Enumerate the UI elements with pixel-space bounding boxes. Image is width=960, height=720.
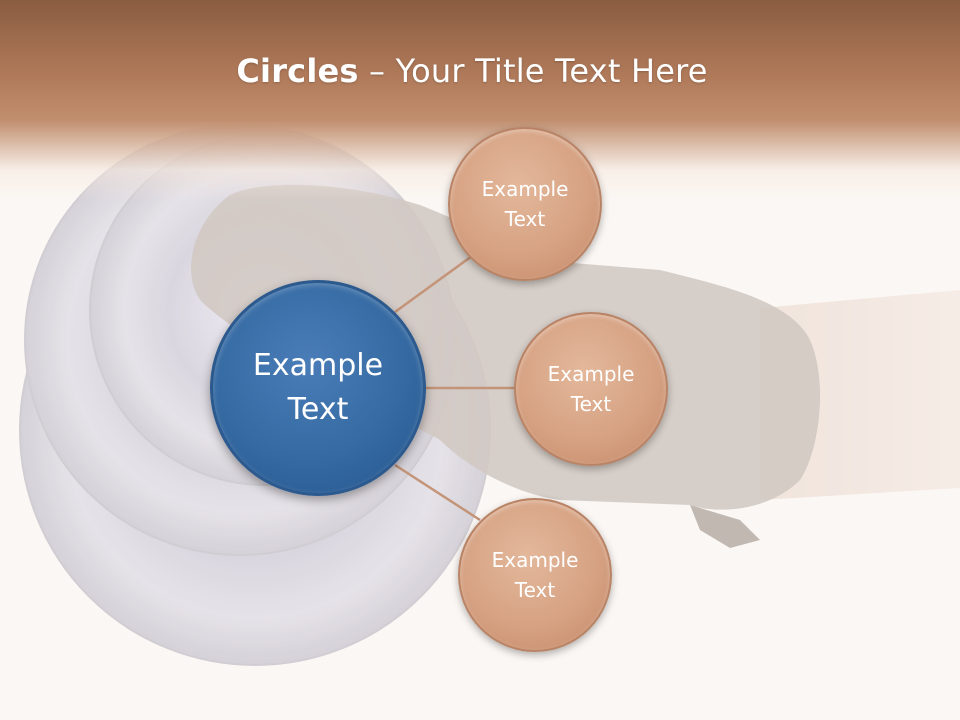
node-bottom-line2: Text xyxy=(514,578,556,602)
node-middle-line1: Example xyxy=(547,362,635,386)
center-circle-line2: Text xyxy=(287,392,349,427)
gloved-hand xyxy=(191,184,821,510)
node-top-line2: Text xyxy=(504,207,546,231)
slide-title: Circles – Your Title Text Here xyxy=(0,52,944,90)
center-circle[interactable]: Example Text xyxy=(210,280,426,496)
title-rest: – Your Title Text Here xyxy=(358,52,708,90)
title-bold: Circles xyxy=(236,52,359,90)
node-bottom-line1: Example xyxy=(491,548,579,572)
node-circle-middle[interactable]: Example Text xyxy=(514,312,668,466)
node-circle-bottom[interactable]: Example Text xyxy=(458,498,612,652)
node-middle-line2: Text xyxy=(570,392,612,416)
center-circle-line1: Example xyxy=(252,348,384,383)
node-top-line1: Example xyxy=(481,177,569,201)
node-circle-top[interactable]: Example Text xyxy=(448,127,602,281)
connectors xyxy=(394,254,514,522)
